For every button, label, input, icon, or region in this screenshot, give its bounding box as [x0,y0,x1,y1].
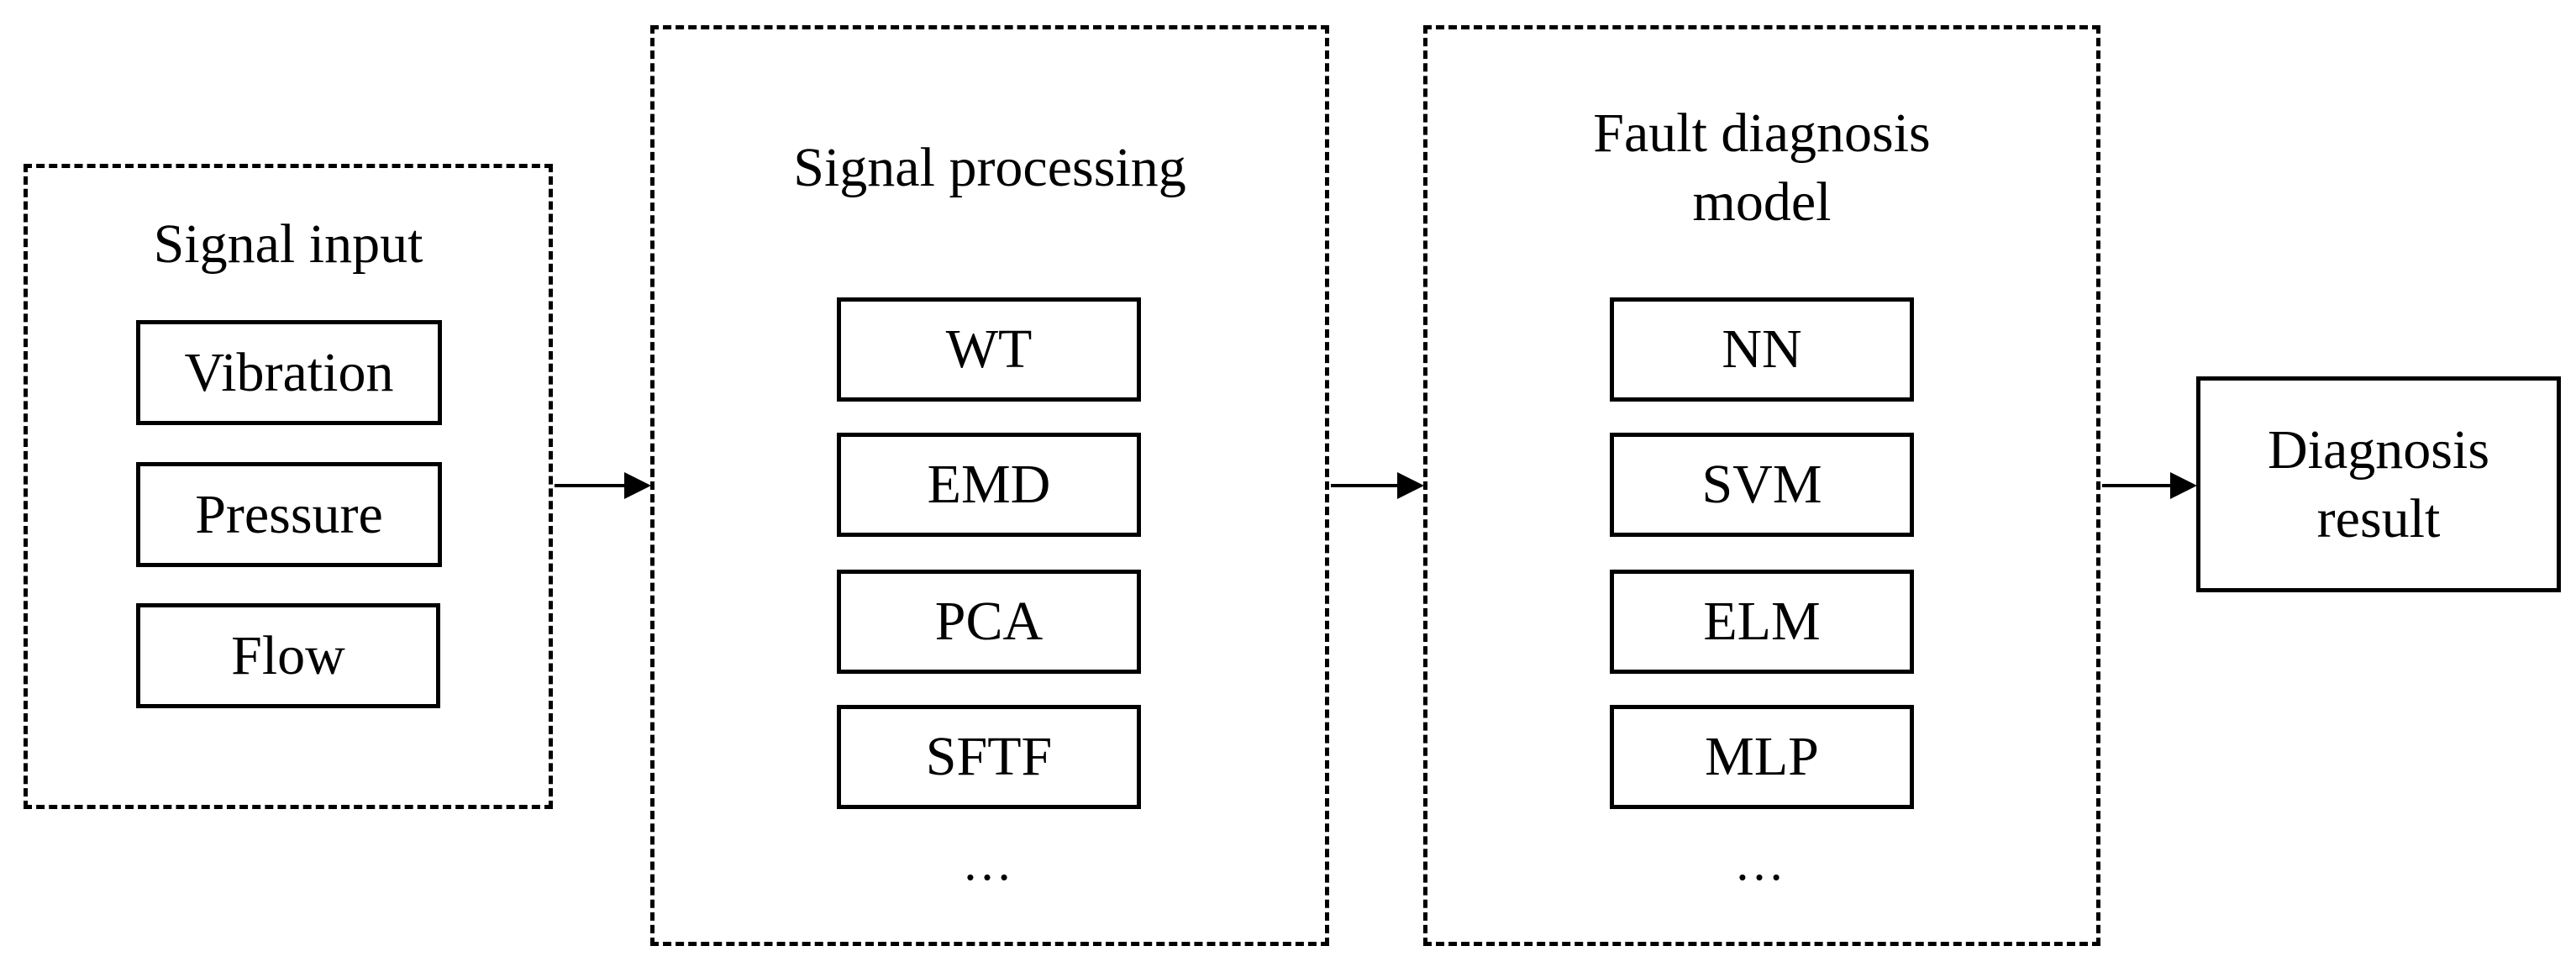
nn-box: NN [1610,297,1914,402]
vibration-box: Vibration [136,320,442,425]
pca-box: PCA [837,570,1141,674]
svm-box: SVM [1610,433,1914,537]
signal-processing-group: Signal processing … [650,25,1329,946]
wt-box: WT [837,297,1141,402]
fault-diagnosis-model-group: Fault diagnosis model … [1423,25,2100,946]
elm-box: ELM [1610,570,1914,674]
sftf-box: SFTF [837,705,1141,809]
diagnosis-result-line2: result [2316,487,2441,549]
mlp-box: MLP [1610,705,1914,809]
emd-box: EMD [837,433,1141,537]
signal-processing-title: Signal processing [793,137,1186,198]
diagnosis-result-line1: Diagnosis [2268,418,2489,481]
signal-input-group: Signal input [24,164,553,809]
pressure-box: Pressure [136,462,442,567]
diagnosis-result-box: Diagnosis result [2196,376,2561,592]
fault-diagnosis-title-line1: Fault diagnosis [1593,102,1931,164]
fault-model-more: … [1734,835,1790,891]
fault-diagnosis-title-line2: model [1692,171,1832,233]
flow-box: Flow [136,603,440,708]
signal-processing-more: … [962,835,1017,891]
signal-input-title: Signal input [153,213,423,275]
